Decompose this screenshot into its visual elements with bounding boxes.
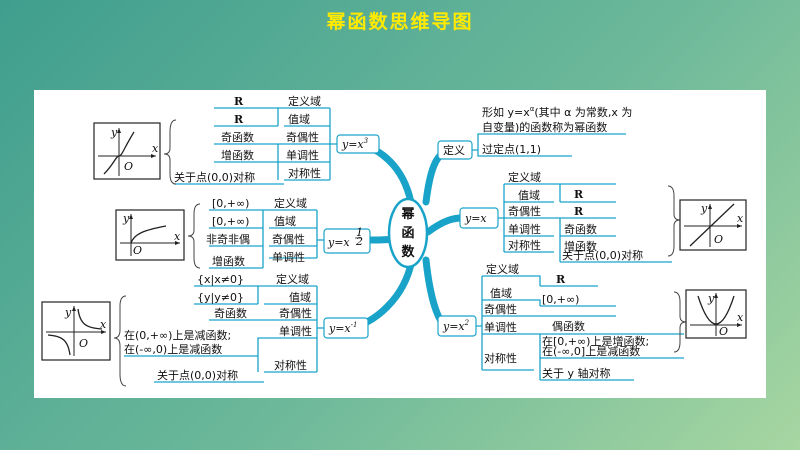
svg-text:O: O: [714, 233, 723, 246]
inverse-prop-range: 值域: [289, 291, 311, 304]
svg-text:O: O: [79, 337, 88, 350]
mind-map-panel: 幂 函 数 y=x3 定义域 值域 奇偶性 单调性 对称性 R R 奇函数 增函…: [34, 90, 766, 398]
definition-fixed-point: 过定点(1,1): [482, 142, 541, 156]
cube-val-symmetry: 关于点(0,0)对称: [174, 170, 255, 184]
square-graph: y x O: [685, 289, 747, 339]
inverse-val-domain: {x|x≠0}: [197, 273, 244, 286]
square-val-range: [0,+∞): [542, 293, 579, 306]
square-prop-parity: 奇偶性: [484, 302, 517, 316]
sqrt-prop-parity: 奇偶性: [272, 232, 305, 246]
branch-sqrt: y=x 1 2 定义域 值域 奇偶性 单调性 [0,+∞) [0,+∞) 非奇非…: [115, 196, 371, 269]
cube-prop-parity: 奇偶性: [286, 130, 319, 144]
linear-func-label: y=x: [464, 212, 487, 225]
inverse-prop-symmetry: 对称性: [274, 358, 307, 372]
sqrt-val-domain: [0,+∞): [212, 197, 249, 210]
sqrt-graph: y x O: [115, 209, 185, 261]
svg-text:x: x: [174, 230, 181, 243]
square-val-monotonic-2: 在(-∞,0]上是减函数: [542, 345, 640, 358]
linear-prop-symmetry: 对称性: [508, 238, 541, 252]
svg-text:2: 2: [355, 235, 363, 248]
center-char-3: 数: [401, 244, 415, 260]
square-val-domain: R: [556, 273, 566, 286]
square-prop-symmetry: 对称性: [484, 351, 517, 365]
svg-text:1: 1: [356, 226, 363, 239]
sqrt-prop-range: 值域: [274, 215, 296, 228]
linear-prop-monotonic: 单调性: [508, 222, 541, 236]
svg-text:y: y: [64, 306, 72, 319]
linear-val-monotonic: 增函数: [564, 239, 597, 253]
cube-val-monotonic: 增函数: [221, 148, 254, 162]
cube-graph: y x O: [93, 122, 161, 180]
svg-text:O: O: [719, 325, 728, 338]
square-val-symmetry: 关于 y 轴对称: [542, 366, 611, 380]
square-prop-domain: 定义域: [486, 262, 519, 276]
cube-val-parity: 奇函数: [221, 131, 254, 144]
center-char-1: 幂: [400, 206, 415, 222]
square-prop-range: 值域: [490, 287, 512, 300]
linear-val-symmetry: 关于点(0,0)对称: [562, 248, 643, 262]
svg-text:x: x: [152, 142, 159, 155]
sqrt-val-monotonic: 增函数: [212, 254, 245, 268]
inverse-prop-monotonic: 单调性: [279, 324, 312, 338]
sqrt-prop-domain: 定义域: [274, 196, 307, 210]
sqrt-func-box: [323, 228, 371, 254]
definition-text-line1: 形如 y=xα(其中 α 为常数,x 为: [482, 105, 632, 119]
linear-val-domain: R: [574, 188, 584, 201]
sqrt-prop-monotonic: 单调性: [272, 250, 305, 264]
cube-prop-symmetry: 对称性: [288, 166, 321, 180]
center-char-2: 函: [401, 226, 414, 241]
branch-definition: 定义 形如 y=xα(其中 α 为常数,x 为 自变量)的函数称为幂函数 过定点…: [437, 105, 632, 160]
svg-text:x: x: [737, 311, 744, 324]
linear-prop-parity: 奇偶性: [508, 204, 541, 218]
inverse-val-monotonic-1: 在(0,+∞)上是减函数;: [124, 329, 231, 342]
branch-square: y=x2 定义域 值域 奇偶性 单调性 对称性 R [0,+∞) 偶函数 在[0…: [437, 262, 747, 381]
inverse-prop-parity: 奇偶性: [279, 306, 312, 320]
square-func-label: y=x2: [442, 319, 470, 333]
square-prop-monotonic: 单调性: [484, 320, 517, 334]
definition-text-line2: 自变量)的函数称为幂函数: [482, 120, 607, 134]
cube-val-range: R: [234, 113, 244, 126]
svg-text:y: y: [700, 202, 708, 215]
sqrt-val-parity: 非奇非偶: [206, 233, 250, 246]
sqrt-func-label: y=x: [327, 236, 350, 249]
sqrt-val-range: [0,+∞): [212, 215, 249, 228]
cube-prop-range: 值域: [288, 113, 310, 126]
inverse-val-range: {y|y≠0}: [197, 291, 244, 304]
cube-val-domain: R: [234, 95, 244, 108]
cube-func-label: y=x3: [341, 137, 369, 151]
inverse-val-parity: 奇函数: [214, 307, 247, 320]
inverse-val-monotonic-2: 在(-∞,0)上是减函数: [124, 343, 222, 356]
linear-prop-range: 值域: [518, 189, 540, 202]
svg-text:y: y: [110, 126, 118, 139]
cube-prop-monotonic: 单调性: [286, 148, 319, 162]
inverse-func-label: y=x-1: [328, 321, 357, 335]
inverse-val-symmetry: 关于点(0,0)对称: [157, 368, 238, 382]
linear-val-range: R: [574, 205, 584, 218]
svg-text:O: O: [133, 244, 142, 257]
square-val-monotonic-1: 在[0,+∞)上是增函数;: [542, 334, 649, 348]
svg-text:y: y: [707, 292, 715, 305]
linear-prop-domain: 定义域: [508, 170, 541, 184]
trunk-linear: [424, 214, 466, 236]
branch-cube: y=x3 定义域 值域 奇偶性 单调性 对称性 R R 奇函数 增函数 关于点(…: [93, 94, 380, 185]
inverse-graph: y x O: [41, 301, 111, 361]
definition-label: 定义: [443, 143, 465, 157]
cube-prop-domain: 定义域: [288, 94, 321, 108]
linear-graph: y x O: [679, 199, 747, 251]
page-title: 幂函数思维导图: [326, 11, 474, 33]
inverse-prop-domain: 定义域: [276, 272, 309, 286]
svg-text:x: x: [100, 318, 107, 331]
linear-val-parity: 奇函数: [564, 223, 597, 236]
mind-map: 幂 函 数 y=x3 定义域 值域 奇偶性 单调性 对称性 R R 奇函数 增函…: [41, 94, 747, 387]
svg-text:y: y: [122, 212, 130, 225]
center-node: 幂 函 数: [387, 197, 429, 269]
square-val-parity: 偶函数: [552, 320, 585, 333]
branch-inverse: y=x-1 定义域 值域 奇偶性 单调性 对称性 {x|x≠0} {y|y≠0}…: [41, 272, 369, 387]
svg-text:O: O: [124, 160, 133, 173]
svg-text:x: x: [737, 212, 744, 225]
branch-linear: y=x 定义域 值域 奇偶性 单调性 对称性 R R 奇函数 增函数 关于点(0…: [459, 170, 747, 263]
